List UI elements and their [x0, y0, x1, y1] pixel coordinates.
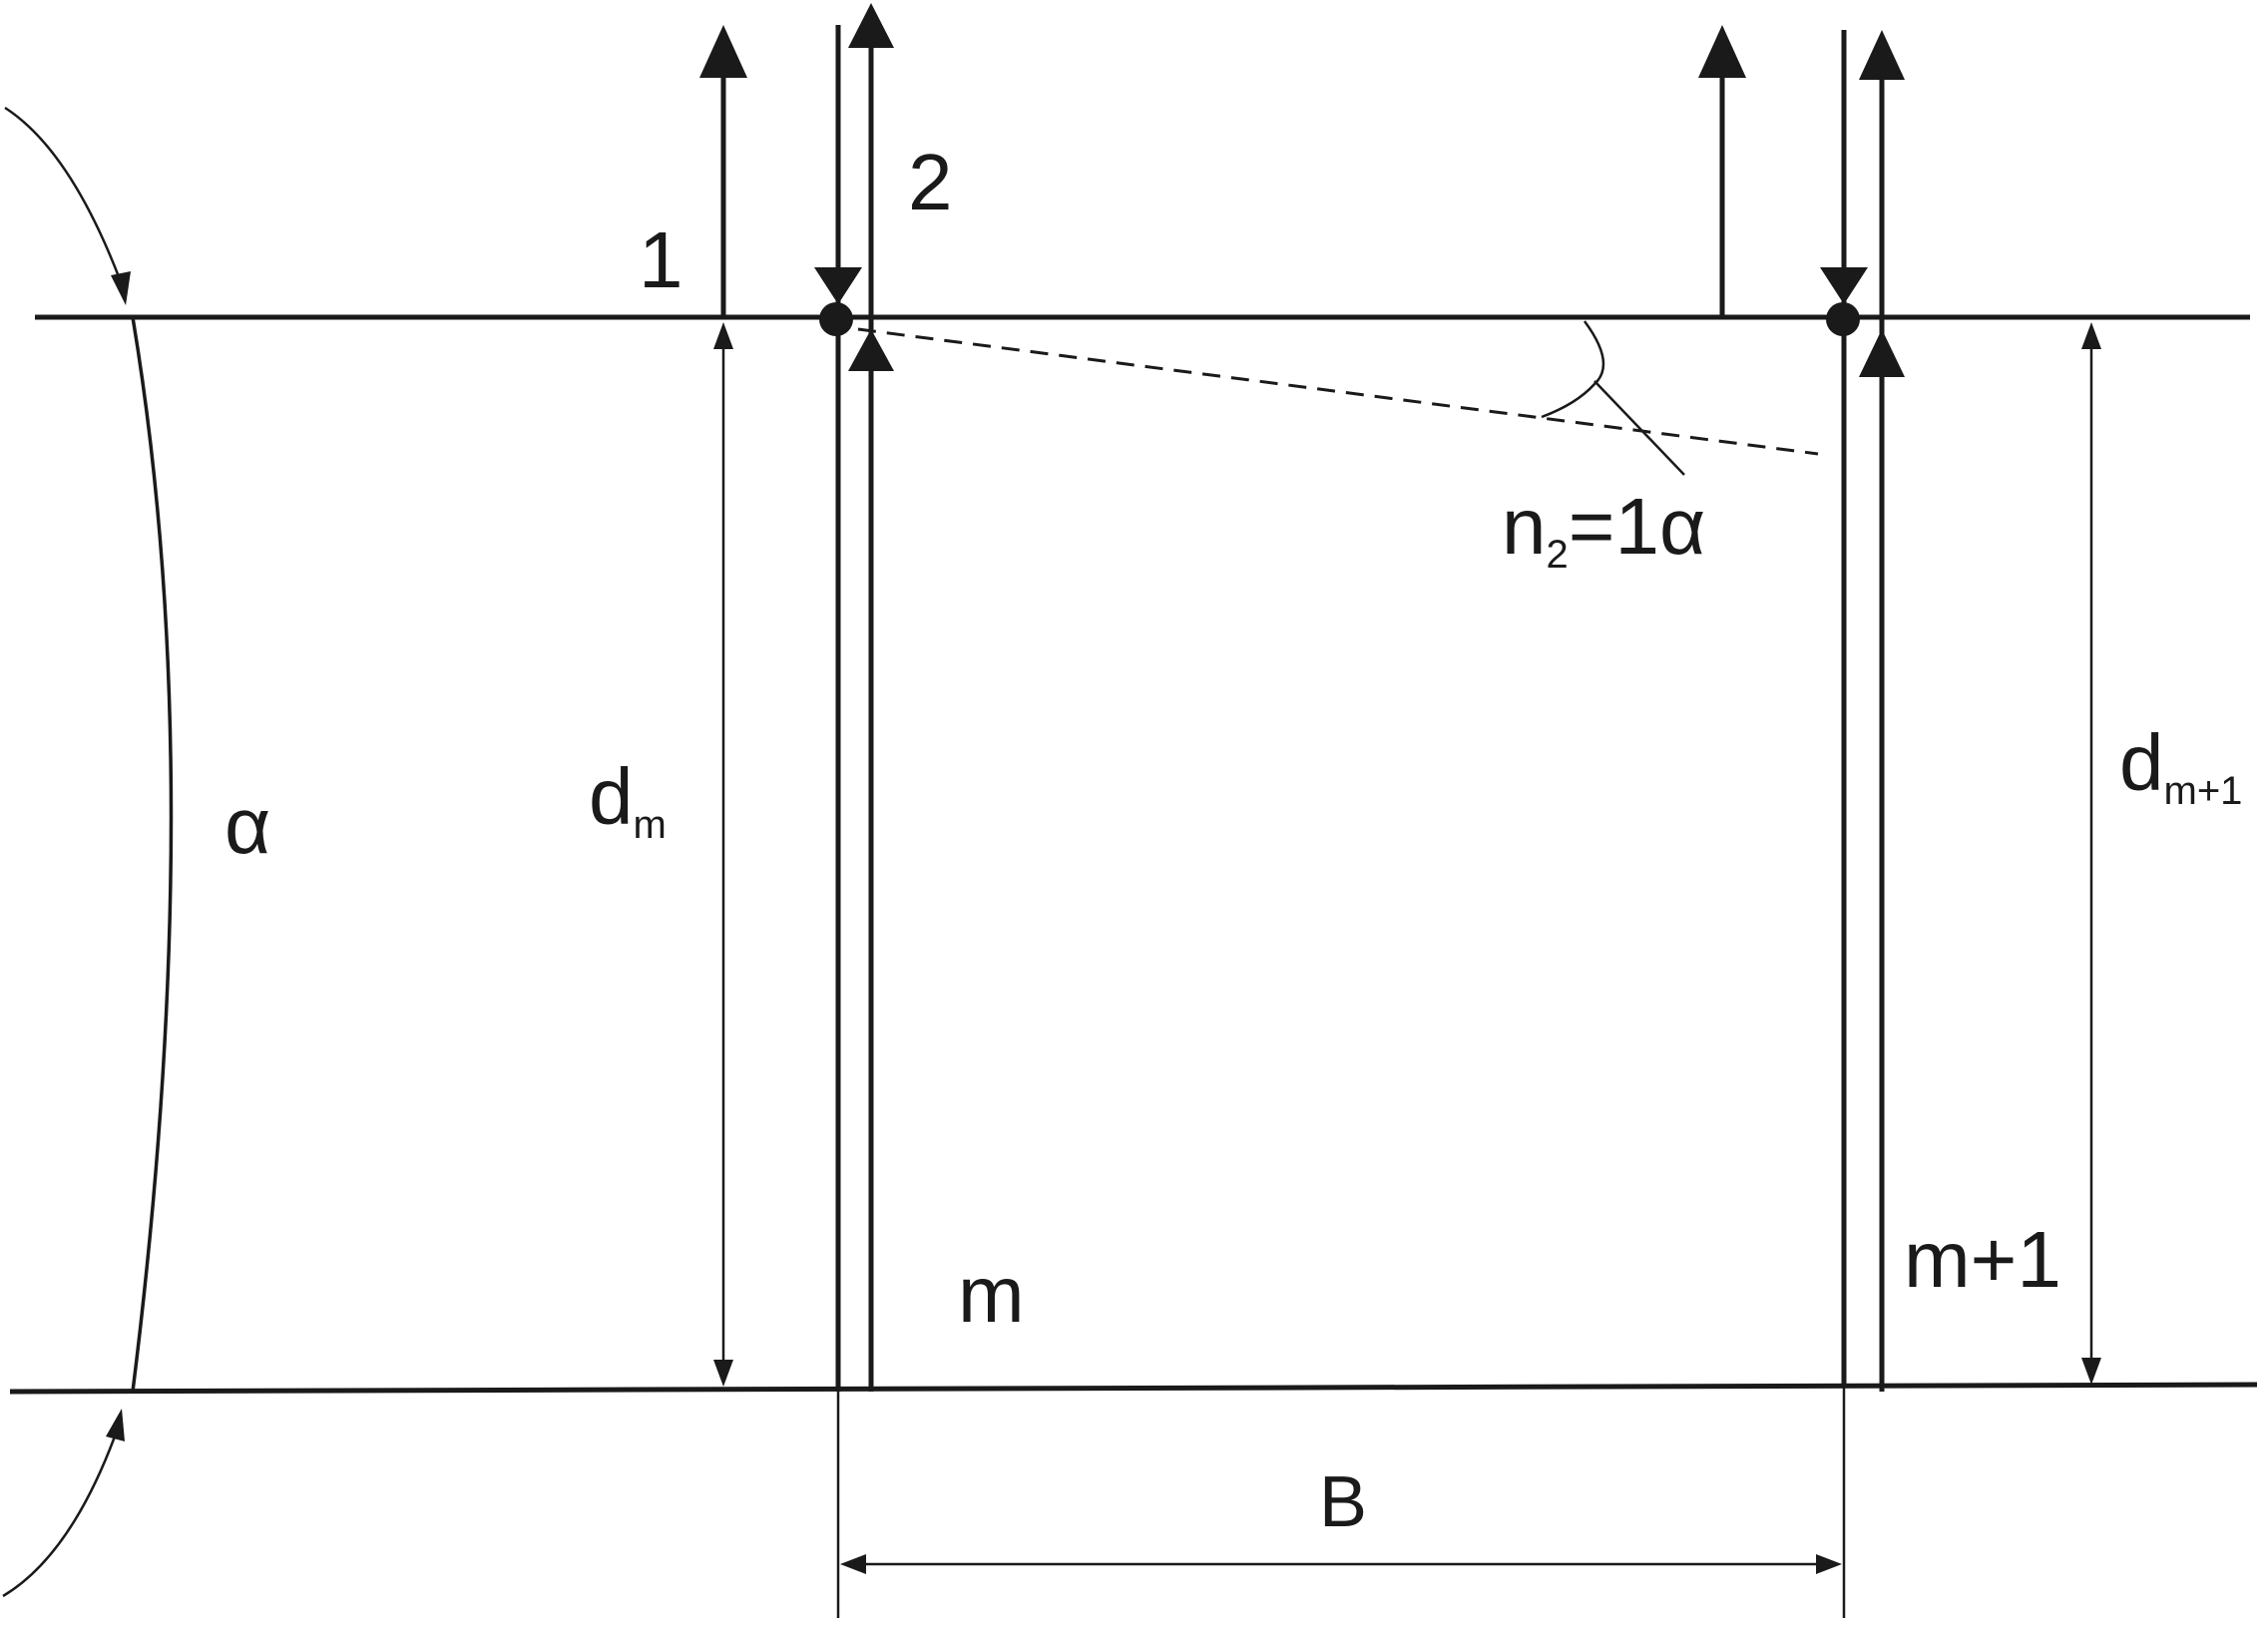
label-n2-sub: 2 [1547, 533, 1569, 577]
arrow-1-head [699, 25, 747, 78]
label-n2-rest: =1α [1569, 482, 1705, 571]
angle-arc [1541, 320, 1605, 419]
column-m-down-arrowhead [814, 267, 862, 304]
dimension-b-left-arrowhead [840, 1554, 866, 1574]
dimension-dm-top-arrowhead [713, 322, 733, 349]
arrow-m1-head [1698, 25, 1746, 78]
label-n2: n2=1α [1502, 482, 1705, 577]
bottom-left-curved-arrow [2, 1435, 117, 1598]
label-m-plus-1: m+1 [1904, 1215, 2061, 1304]
column-m1-up-arrowhead [1859, 30, 1905, 80]
dashed-slope-line [857, 327, 1819, 456]
node-m1 [1826, 302, 1860, 336]
dimension-b-right-arrowhead [1816, 1554, 1842, 1574]
dimension-dm1-top-arrowhead [2081, 322, 2101, 349]
column-m-up-arrowhead [848, 3, 894, 48]
column-m1-lower-up-arrowhead [1859, 329, 1905, 377]
label-b: B [1319, 1462, 1367, 1542]
label-dm: dm [589, 752, 667, 847]
top-left-curved-arrow [4, 106, 122, 280]
label-2: 2 [908, 138, 953, 226]
top-left-arrowhead [111, 271, 131, 305]
label-dm-base: d [589, 752, 634, 841]
label-dm-sub: m [634, 803, 667, 847]
dimension-dm1-bottom-arrowhead [2081, 1358, 2101, 1385]
label-alpha: α [225, 781, 270, 870]
left-curved-boundary [131, 316, 174, 1393]
label-dm1-base: d [2119, 718, 2164, 807]
bottom-boundary-line [9, 1382, 2258, 1395]
dimension-dm-bottom-arrowhead [713, 1360, 733, 1387]
node-m [819, 302, 853, 336]
label-1: 1 [639, 215, 683, 304]
bottom-left-arrowhead [106, 1409, 125, 1441]
label-n2-base: n [1502, 482, 1547, 571]
label-m: m [958, 1250, 1025, 1339]
column-m1-down-arrowhead [1820, 267, 1868, 304]
column-m-lower-up-arrowhead [848, 329, 894, 371]
angle-leader-line [1593, 380, 1685, 476]
label-dm1-sub: m+1 [2164, 769, 2243, 813]
label-dm1: dm+1 [2119, 718, 2242, 813]
